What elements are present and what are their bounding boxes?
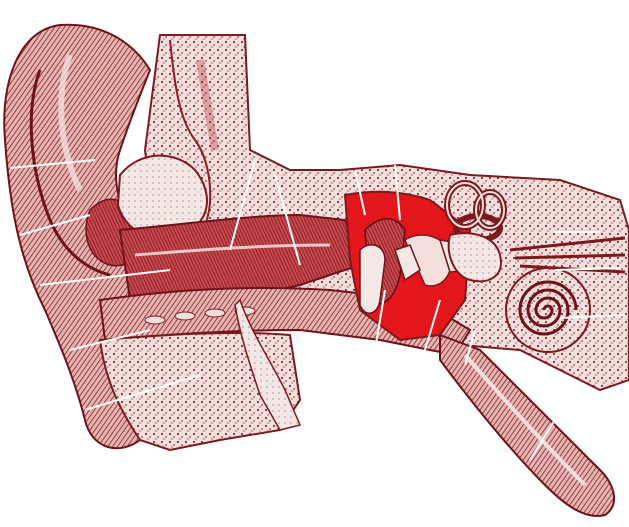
cochlea <box>506 268 590 352</box>
